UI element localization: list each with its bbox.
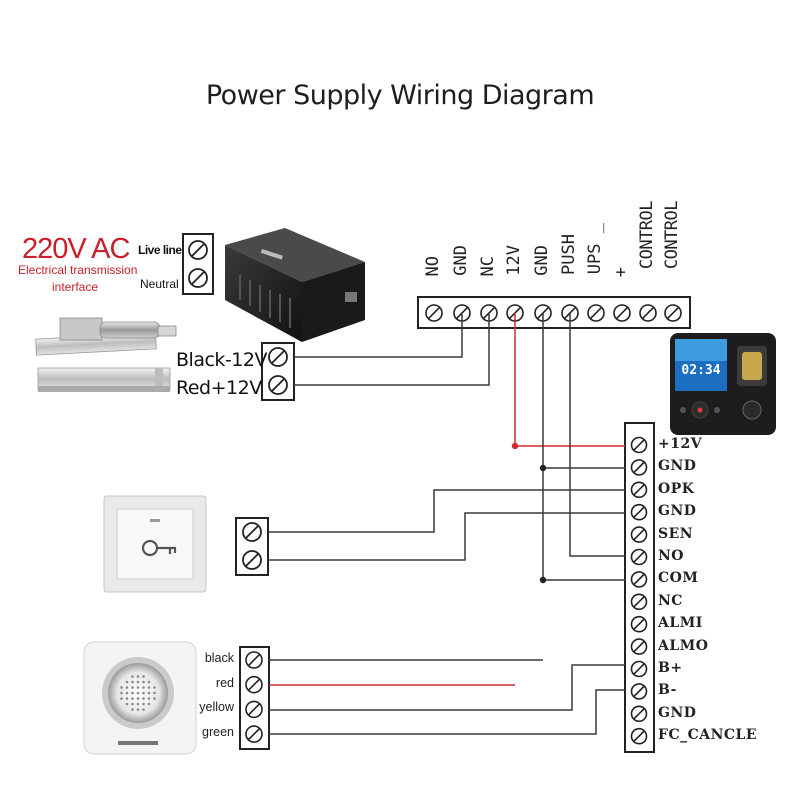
wire-junctions bbox=[511, 442, 547, 584]
doorbell-wire-label: red bbox=[215, 675, 234, 690]
top-terminal-label: CONTROL bbox=[637, 201, 657, 270]
doorbell-terminal-screw bbox=[245, 651, 263, 669]
controller-terminal-screw bbox=[630, 727, 648, 745]
fingerprint-reader: 02:34 bbox=[670, 333, 776, 435]
controller-terminal-label: GND bbox=[658, 458, 697, 475]
doorbell-terminal bbox=[239, 646, 270, 750]
doorbell-wire-label: yellow bbox=[199, 700, 234, 715]
top-terminal-label: PUSH bbox=[559, 234, 579, 275]
ac-input-terminal bbox=[182, 233, 214, 295]
top-terminal-strip bbox=[417, 296, 691, 329]
controller-terminal-screw bbox=[630, 615, 648, 633]
top-terminal-screw bbox=[587, 304, 605, 322]
controller-terminal-screw bbox=[630, 436, 648, 454]
top-terminal-label: GND bbox=[532, 245, 552, 276]
controller-terminal-label: B- bbox=[658, 682, 677, 699]
doorbell-wire-label: green bbox=[202, 725, 234, 740]
controller-terminal-label: GND bbox=[658, 503, 697, 520]
wire-exit-2 bbox=[268, 512, 625, 561]
controller-terminal-screw bbox=[630, 705, 648, 723]
neutral-label: Neutral bbox=[140, 277, 179, 291]
doorbell-terminal-screw bbox=[245, 675, 263, 694]
exit-button bbox=[103, 495, 207, 593]
top-terminal-label: + bbox=[611, 267, 631, 278]
controller-terminal-screw bbox=[630, 571, 648, 588]
top-terminal-screw bbox=[664, 304, 682, 322]
wires bbox=[268, 313, 625, 735]
wire-bell-yellow bbox=[269, 664, 625, 711]
top-terminal-label: NC bbox=[478, 256, 498, 277]
controller-terminal-label: OPK bbox=[658, 480, 695, 497]
top-terminal-label: UPS _ bbox=[585, 223, 605, 275]
controller-terminal-screw bbox=[630, 526, 648, 543]
top-terminal-screw bbox=[613, 304, 631, 322]
doorbell bbox=[83, 641, 197, 755]
controller-terminal-label: SEN bbox=[658, 525, 694, 542]
top-terminal-screw bbox=[425, 304, 443, 322]
doorbell-terminal-screw bbox=[245, 700, 263, 719]
lock-black-label: Black-12V bbox=[176, 349, 267, 371]
top-terminal-label: CONTROL bbox=[662, 201, 682, 270]
controller-terminal-screw bbox=[630, 548, 648, 566]
live-line-label: Live line bbox=[138, 243, 182, 257]
magnetic-lock bbox=[37, 367, 171, 392]
controller-terminal-label: ALMO bbox=[658, 637, 709, 654]
diagram-title: Power Supply Wiring Diagram bbox=[205, 80, 595, 111]
lock-red-label: Red+12V bbox=[176, 377, 262, 399]
doorbell-wire-label: black bbox=[204, 651, 234, 665]
ac-subtitle-line2: interface bbox=[52, 280, 99, 294]
top-terminal-label: 12V bbox=[504, 245, 524, 276]
controller-terminal-screw bbox=[630, 481, 648, 499]
doorbell-terminal-screw bbox=[245, 725, 263, 743]
controller-terminal-label: COM bbox=[658, 570, 699, 587]
electric-bolt-lock bbox=[35, 317, 177, 356]
controller-terminal-label: GND bbox=[658, 704, 697, 721]
controller-terminal-screw bbox=[630, 638, 648, 655]
controller-terminal-screw bbox=[630, 459, 648, 476]
controller-terminal-label: +12V bbox=[658, 436, 703, 452]
ac-subtitle-line1: Electrical transmission bbox=[18, 263, 138, 277]
controller-terminal-label: B+ bbox=[658, 660, 683, 676]
wire-push bbox=[569, 313, 625, 557]
lock-terminal bbox=[261, 342, 295, 401]
exit-button-terminal bbox=[235, 517, 269, 576]
top-terminal-screw bbox=[639, 304, 657, 322]
controller-terminal-label: NC bbox=[658, 592, 683, 609]
ac-voltage-label: 220V AC bbox=[22, 233, 130, 265]
controller-terminal-screw bbox=[630, 503, 648, 521]
controller-terminal-screw bbox=[630, 660, 648, 678]
controller-terminal-label: ALMI bbox=[658, 615, 703, 632]
fingerprint-sensor-icon bbox=[742, 352, 762, 380]
wire-lock-red bbox=[294, 313, 490, 386]
controller-terminal-screw bbox=[630, 683, 648, 700]
controller-terminal-screw bbox=[630, 593, 648, 611]
device-clock: 02:34 bbox=[681, 363, 720, 378]
wire-bell-green bbox=[269, 689, 625, 735]
controller-terminal-label: FC_CANCLE bbox=[658, 727, 758, 744]
top-terminal-label: GND bbox=[451, 245, 471, 276]
wire-exit-1 bbox=[268, 489, 625, 533]
power-supply-box bbox=[225, 228, 365, 342]
controller-terminal-strip bbox=[624, 422, 655, 753]
controller-terminal-label: NO bbox=[658, 548, 684, 564]
top-terminal-label: NO bbox=[423, 256, 443, 277]
wire-lock-black bbox=[294, 313, 463, 358]
